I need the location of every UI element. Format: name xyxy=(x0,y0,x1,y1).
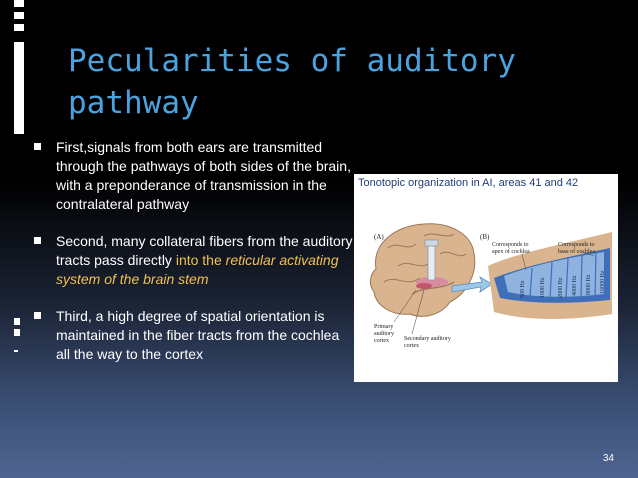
page-number: 34 xyxy=(602,453,614,464)
bullet-marker xyxy=(34,312,41,319)
cortex-band xyxy=(488,232,612,319)
freq-label-4000: 4000 Hz xyxy=(572,275,578,296)
title-line-2: pathway xyxy=(68,85,199,121)
panel-b-label: (B) xyxy=(480,233,490,241)
freq-label-8000: 8000 Hz xyxy=(586,274,592,295)
panel-a-label: (A) xyxy=(374,233,384,241)
highlight-italic-text: reticular activating system of the brain… xyxy=(56,252,339,287)
arrow-icon xyxy=(451,276,493,293)
tonotopic-figure: Tonotopic organization in AI, areas 41 a… xyxy=(354,174,618,382)
bullet-marker xyxy=(34,237,41,244)
brain-illustration xyxy=(369,223,476,317)
bullet-text: Second, many collateral fibers from the … xyxy=(56,233,353,268)
base-label: Corresponds to base of cochlea xyxy=(558,242,595,255)
probe-icon xyxy=(424,239,439,281)
bullet-list: First,signals from both ears are transmi… xyxy=(34,138,354,382)
freq-label-500: 500 Hz xyxy=(520,280,526,298)
apex-label: Corresponds to apex of cochlea xyxy=(492,242,530,255)
highlight-text: into the xyxy=(175,252,222,268)
bullet-text: Third, a high degree of spatial orientat… xyxy=(56,308,340,362)
freq-label-1000: 1000 Hz xyxy=(540,277,546,298)
figure-illustration: 500 Hz 1000 Hz 2000 Hz 4000 Hz 8000 Hz 1… xyxy=(369,223,612,335)
slide-title: Pecularities of auditory pathway xyxy=(68,40,588,124)
bullet-item-1: First,signals from both ears are transmi… xyxy=(34,138,354,214)
secondary-auditory-cortex-label: Secondary auditory cortex xyxy=(404,336,451,349)
figure-title: Tonotopic organization in AI, areas 41 a… xyxy=(358,177,579,189)
freq-label-16000: 16000 Hz xyxy=(600,270,606,294)
bullet-item-3: Third, a high degree of spatial orientat… xyxy=(34,307,354,364)
primary-auditory-cortex-label: Primary auditory cortex xyxy=(374,324,394,344)
bullet-item-2: Second, many collateral fibers from the … xyxy=(34,232,354,289)
title-line-1: Pecularities of auditory xyxy=(68,43,516,79)
bullet-marker xyxy=(34,143,41,150)
freq-label-2000: 2000 Hz xyxy=(558,277,564,298)
bullet-text: First,signals from both ears are transmi… xyxy=(56,139,351,212)
